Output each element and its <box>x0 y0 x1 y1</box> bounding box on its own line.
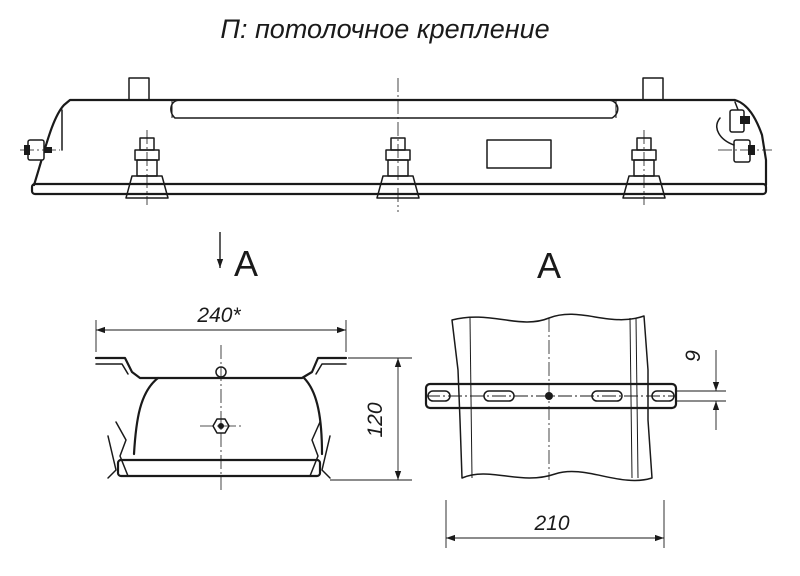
view-a: A 9 210 <box>424 245 726 548</box>
dim-width-240: 240* <box>196 304 241 327</box>
top-tab-left <box>128 77 150 101</box>
slot-right-end <box>651 390 675 402</box>
nameplate <box>486 139 552 169</box>
mount-bracket-right <box>622 130 666 205</box>
base-plate <box>30 182 768 196</box>
luminaire-side-view <box>20 77 772 212</box>
housing-body <box>32 98 768 187</box>
section-diffuser <box>116 458 322 478</box>
view-a-label: A <box>537 245 561 286</box>
mount-bracket-left <box>125 130 169 205</box>
view-direction-marker: A <box>216 232 258 284</box>
housing-window <box>170 99 619 119</box>
top-tab-right <box>642 77 664 101</box>
dim-width-210: 210 <box>533 512 569 535</box>
cable-gland-right <box>716 109 772 163</box>
mount-bracket-center <box>376 137 420 199</box>
section-housing <box>132 376 324 456</box>
dim-height-120: 120 <box>364 402 387 437</box>
slot-left-end <box>427 390 451 402</box>
slot-left <box>483 390 515 402</box>
drawing-title: П: потолочное крепление <box>220 14 549 44</box>
section-view: 240* 120 <box>94 304 412 490</box>
view-marker-letter: A <box>234 243 258 284</box>
slot-right <box>591 390 623 402</box>
tube-outline <box>451 313 653 482</box>
dim-slot-9: 9 <box>682 350 705 362</box>
cable-gland-left <box>20 139 60 161</box>
